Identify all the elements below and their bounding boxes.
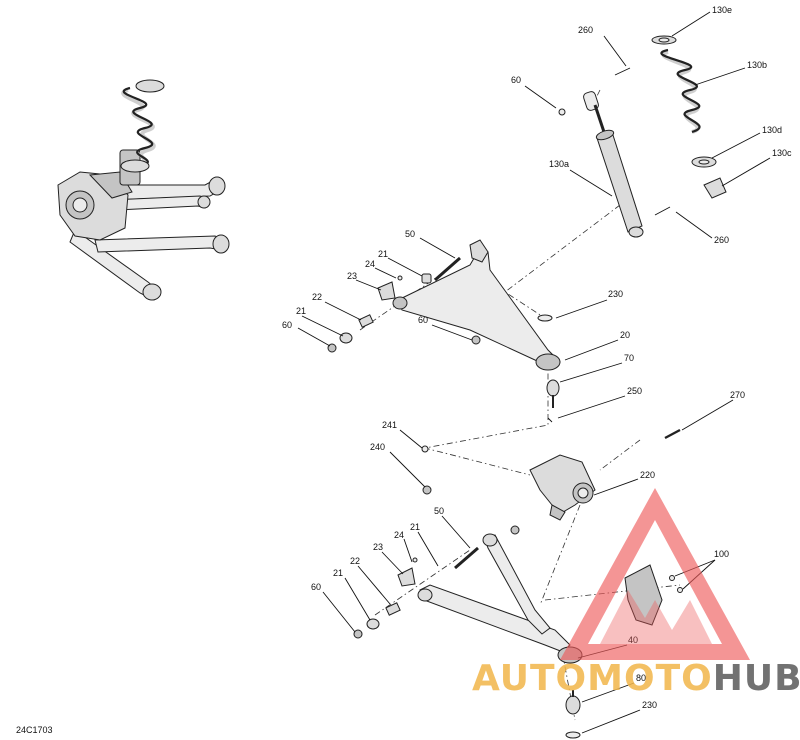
watermark-triangle-icon [560, 488, 750, 660]
callout-23-upper: 23 [347, 271, 357, 281]
callout-130d: 130d [762, 125, 782, 135]
callout-130b: 130b [747, 60, 767, 70]
callout-70: 70 [624, 353, 634, 363]
callout-130c: 130c [772, 148, 792, 158]
watermark-logo: AUTOMOTOHUB [472, 488, 800, 699]
callout-260-lower: 260 [714, 235, 729, 245]
callout-20: 20 [620, 330, 630, 340]
callout-23-lower: 23 [373, 542, 383, 552]
callout-240: 240 [370, 442, 385, 452]
document-code: 24C1703 [16, 725, 53, 735]
callout-250: 250 [627, 386, 642, 396]
svg-text:AUTOMOTOHUB: AUTOMOTOHUB [472, 658, 800, 699]
callout-241: 241 [382, 420, 397, 430]
callout-270: 270 [730, 390, 745, 400]
watermark-text-automoto: AUTOMOTO [472, 658, 713, 699]
callout-130a: 130a [549, 159, 569, 169]
callout-21-upper-b: 21 [296, 306, 306, 316]
assembled-suspension-overview [57, 79, 230, 301]
callout-24-lower: 24 [394, 530, 404, 540]
callout-260-top: 260 [578, 25, 593, 35]
callout-21-lower-a: 21 [410, 522, 420, 532]
knuckle [421, 428, 681, 535]
callout-21-lower-b: 21 [333, 568, 343, 578]
watermark-text-hub: HUB [713, 658, 800, 699]
shock-absorber [558, 67, 644, 238]
callout-50-upper: 50 [405, 229, 415, 239]
callout-100: 100 [714, 549, 729, 559]
callout-60-upper-left: 60 [282, 320, 292, 330]
callout-40: 40 [628, 635, 638, 645]
callout-22-lower: 22 [350, 556, 360, 566]
spring-stack [651, 35, 727, 216]
callout-230-upper: 230 [608, 289, 623, 299]
callout-24-upper: 24 [365, 259, 375, 269]
callout-60-top: 60 [511, 75, 521, 85]
callout-60-lower: 60 [311, 582, 321, 592]
callout-220: 220 [640, 470, 655, 480]
callout-21-upper-a: 21 [378, 249, 388, 259]
callout-130e: 130e [712, 5, 732, 15]
leader-lines [297, 11, 771, 734]
upper-a-arm [327, 239, 561, 423]
callout-230-lower: 230 [642, 700, 657, 710]
callout-60-upper-center: 60 [418, 315, 428, 325]
callout-labels: 130e 260 130b 60 130d 130c 130a 260 50 2… [282, 5, 792, 710]
callout-22-upper: 22 [312, 292, 322, 302]
callout-80: 80 [636, 673, 646, 683]
callout-50-lower: 50 [434, 506, 444, 516]
